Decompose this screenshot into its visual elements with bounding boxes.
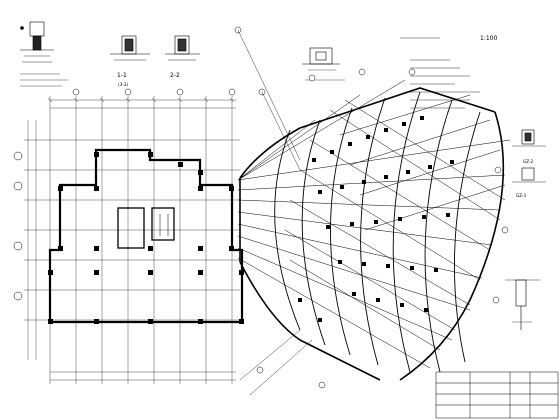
scale-label: 1:100 [480,35,497,42]
section-1-1-detail [110,35,150,61]
section-2-2-detail [165,35,200,61]
general-notes-block [400,37,480,109]
foundation-detail-notes [20,73,68,87]
foundation-detail-sketch [20,21,54,63]
rect-plan-axis-bubbles [13,88,236,301]
rect-plan-columns [48,152,244,324]
rect-plan-grid [24,96,240,384]
fan-plan-diagonal-grid [284,94,506,351]
gz-1-detail [512,129,546,147]
section-1-1-sub-label: (3-3) [118,82,128,87]
fan-plan-radial-lines [237,79,511,369]
rect-plan-core [117,207,175,249]
fan-plan-leader-lines [237,29,313,396]
wall-opening-detail [302,47,345,81]
fan-plan-arcs [274,91,481,373]
title-block [435,371,559,419]
gz-2-label: GZ-2 [523,159,534,164]
gz-2-detail [512,167,546,183]
rect-plan-outline [48,148,244,324]
fan-plan-boundary [239,87,505,381]
fan-plan-columns [298,116,454,322]
pile-detail [505,279,540,330]
section-1-1-label: 1-1 [117,72,127,79]
section-2-2-label: 2-2 [170,72,180,79]
gz-3-label: GZ-3 [516,193,527,198]
fan-plan-axis-bubbles [234,26,509,389]
